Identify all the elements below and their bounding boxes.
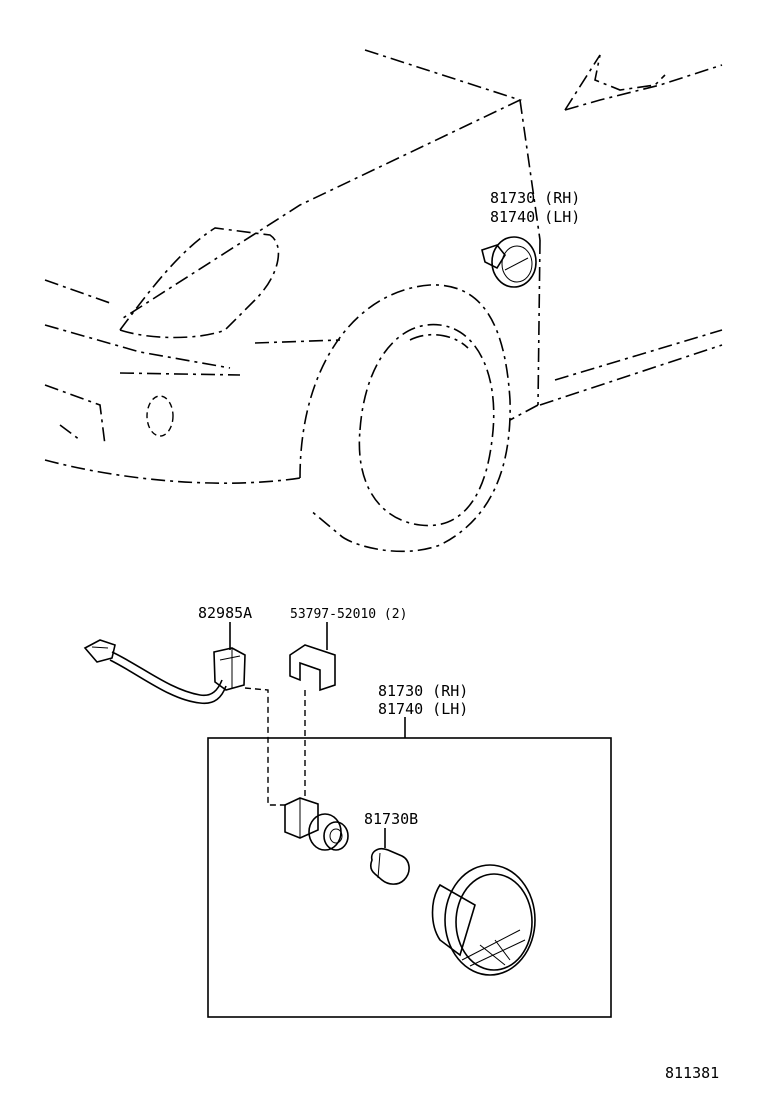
bulb	[369, 847, 410, 885]
fog-lamp-outline	[146, 395, 174, 437]
upper-lamp-label-lh: 81740 (LH)	[490, 208, 580, 226]
harness-label: 82985A	[198, 604, 252, 622]
assembly-label-rh: 81730 (RH)	[378, 682, 468, 700]
upper-lamp-label-rh: 81730 (RH)	[490, 189, 580, 207]
bulb-label: 81730B	[364, 810, 418, 828]
bulb-socket	[284, 797, 349, 851]
side-marker-lamp-installed	[481, 236, 537, 288]
illustration-number: 811381	[665, 1064, 719, 1082]
lamp-assembly-box	[207, 737, 612, 1018]
wire-harness	[83, 639, 246, 705]
assembly-label-lh: 81740 (LH)	[378, 700, 468, 718]
clip	[289, 644, 336, 692]
harness-guide-line	[244, 687, 290, 806]
clip-label: 53797-52010 (2)	[290, 607, 407, 622]
lamp-lens	[431, 864, 536, 976]
vehicle-outline	[44, 49, 723, 553]
